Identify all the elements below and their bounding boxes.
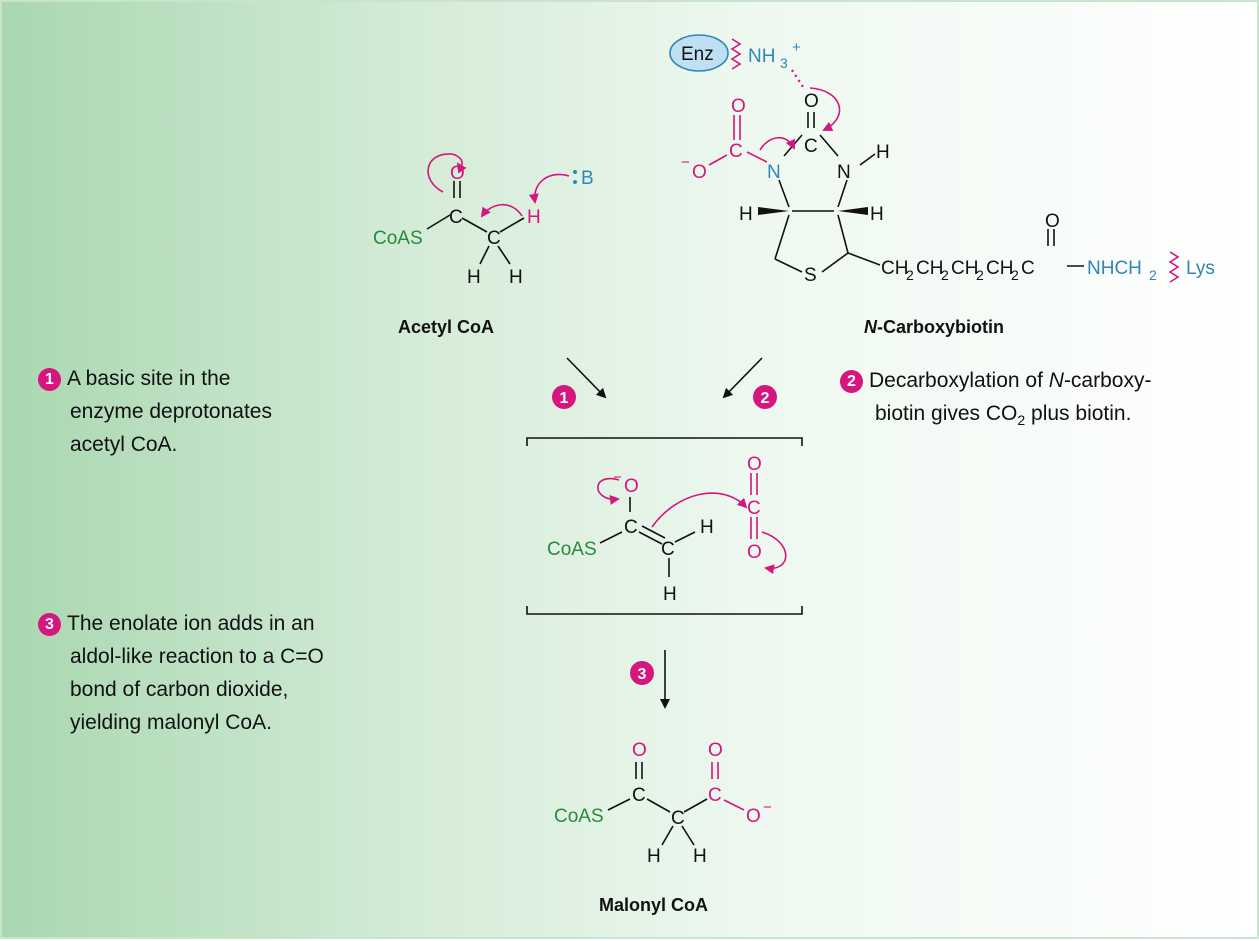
svg-text:CH: CH: [916, 258, 943, 279]
nitrogen-3: N: [837, 162, 851, 183]
svg-text:CH: CH: [881, 258, 908, 279]
sulfur: S: [804, 265, 817, 286]
base-label: B: [581, 168, 594, 189]
svg-text:O: O: [632, 740, 647, 761]
badge-3: [630, 661, 654, 685]
carboxylate-oxygen: O: [692, 162, 707, 183]
enolate-oxygen: O: [624, 476, 639, 497]
svg-text:3: 3: [780, 55, 788, 71]
amide-nhch2: NHCH: [1087, 258, 1142, 279]
malonyl-coa-name: Malonyl CoA: [599, 895, 708, 915]
svg-text:2: 2: [761, 390, 770, 407]
lysine-label: Lys: [1186, 258, 1215, 279]
arrow-step-2: [722, 357, 763, 399]
carboxyl-oxygen: O: [731, 96, 746, 117]
svg-text:+: +: [792, 39, 801, 56]
urea-oxygen: O: [804, 91, 819, 112]
svg-text:2: 2: [976, 267, 984, 283]
step-3-badge: 3: [38, 613, 61, 636]
svg-text:CH: CH: [951, 258, 978, 279]
coas-label: CoAS: [373, 228, 423, 249]
step-2-badge: 2: [840, 370, 863, 393]
co2-carbon: C: [747, 498, 761, 519]
hydrogen: H: [467, 267, 481, 288]
hydrogen: H: [509, 267, 523, 288]
n-carboxybiotin-name: N-Carboxybiotin: [864, 317, 1004, 337]
co2-oxygen-bottom: O: [747, 542, 762, 563]
enz-label: Enz: [681, 44, 714, 65]
svg-text:2: 2: [906, 267, 914, 283]
svg-text:H: H: [870, 204, 884, 225]
svg-text:C: C: [671, 808, 685, 829]
svg-text:CoAS: CoAS: [554, 806, 604, 827]
svg-text:1: 1: [560, 390, 569, 407]
svg-text:O: O: [1045, 211, 1060, 232]
svg-text:O: O: [708, 740, 723, 761]
co2-oxygen-top: O: [747, 454, 762, 475]
svg-text:−: −: [613, 469, 622, 486]
svg-text:3: 3: [638, 666, 647, 683]
acidic-hydrogen: H: [527, 207, 541, 228]
svg-text:H: H: [700, 517, 714, 538]
enolate-and-co2: CoAS C O − C H H O C O: [547, 454, 787, 605]
carboxyl-carbon: C: [729, 141, 743, 162]
carbonyl-carbon: C: [449, 207, 463, 228]
valeryl-chain: CH2 CH2 CH2 CH2 C O: [881, 211, 1060, 283]
malonyl-coa-structure: CoAS C O C C O O − H H: [554, 740, 772, 867]
acetyl-coa-structure: CoAS C O C H H H B: [373, 153, 594, 288]
carbonyl-oxygen: O: [450, 163, 465, 184]
intermediate-brackets: [526, 437, 803, 615]
enzyme-oval: [669, 34, 729, 72]
svg-text:2: 2: [1011, 267, 1019, 283]
svg-text:C: C: [661, 539, 675, 560]
svg-text:H: H: [647, 846, 661, 867]
svg-text:H: H: [693, 846, 707, 867]
badge-1: [552, 385, 576, 409]
acetyl-coa-name: Acetyl CoA: [398, 317, 494, 337]
n-carboxybiotin-structure: Enz NH 3 +: [669, 34, 1215, 286]
svg-text:2: 2: [941, 267, 949, 283]
svg-text:C: C: [624, 517, 638, 538]
badge-2: [753, 385, 777, 409]
svg-text:C: C: [708, 785, 722, 806]
svg-text:−: −: [763, 799, 772, 816]
svg-text:C: C: [632, 785, 646, 806]
arrow-step-1: [566, 357, 607, 399]
svg-text:−: −: [681, 154, 690, 171]
nitrogen-1: N: [767, 162, 781, 183]
svg-text:CoAS: CoAS: [547, 539, 597, 560]
svg-text:H: H: [876, 142, 890, 163]
urea-carbon: C: [804, 136, 818, 157]
svg-text:H: H: [663, 584, 677, 605]
svg-text:CH: CH: [986, 258, 1013, 279]
step-1-badge: 1: [38, 368, 61, 391]
svg-text:H: H: [739, 204, 753, 225]
alpha-carbon: C: [487, 228, 501, 249]
svg-text:C: C: [1021, 258, 1035, 279]
svg-text:O: O: [746, 806, 761, 827]
svg-text:2: 2: [1149, 267, 1157, 283]
ammonium-nh: NH: [748, 46, 775, 67]
